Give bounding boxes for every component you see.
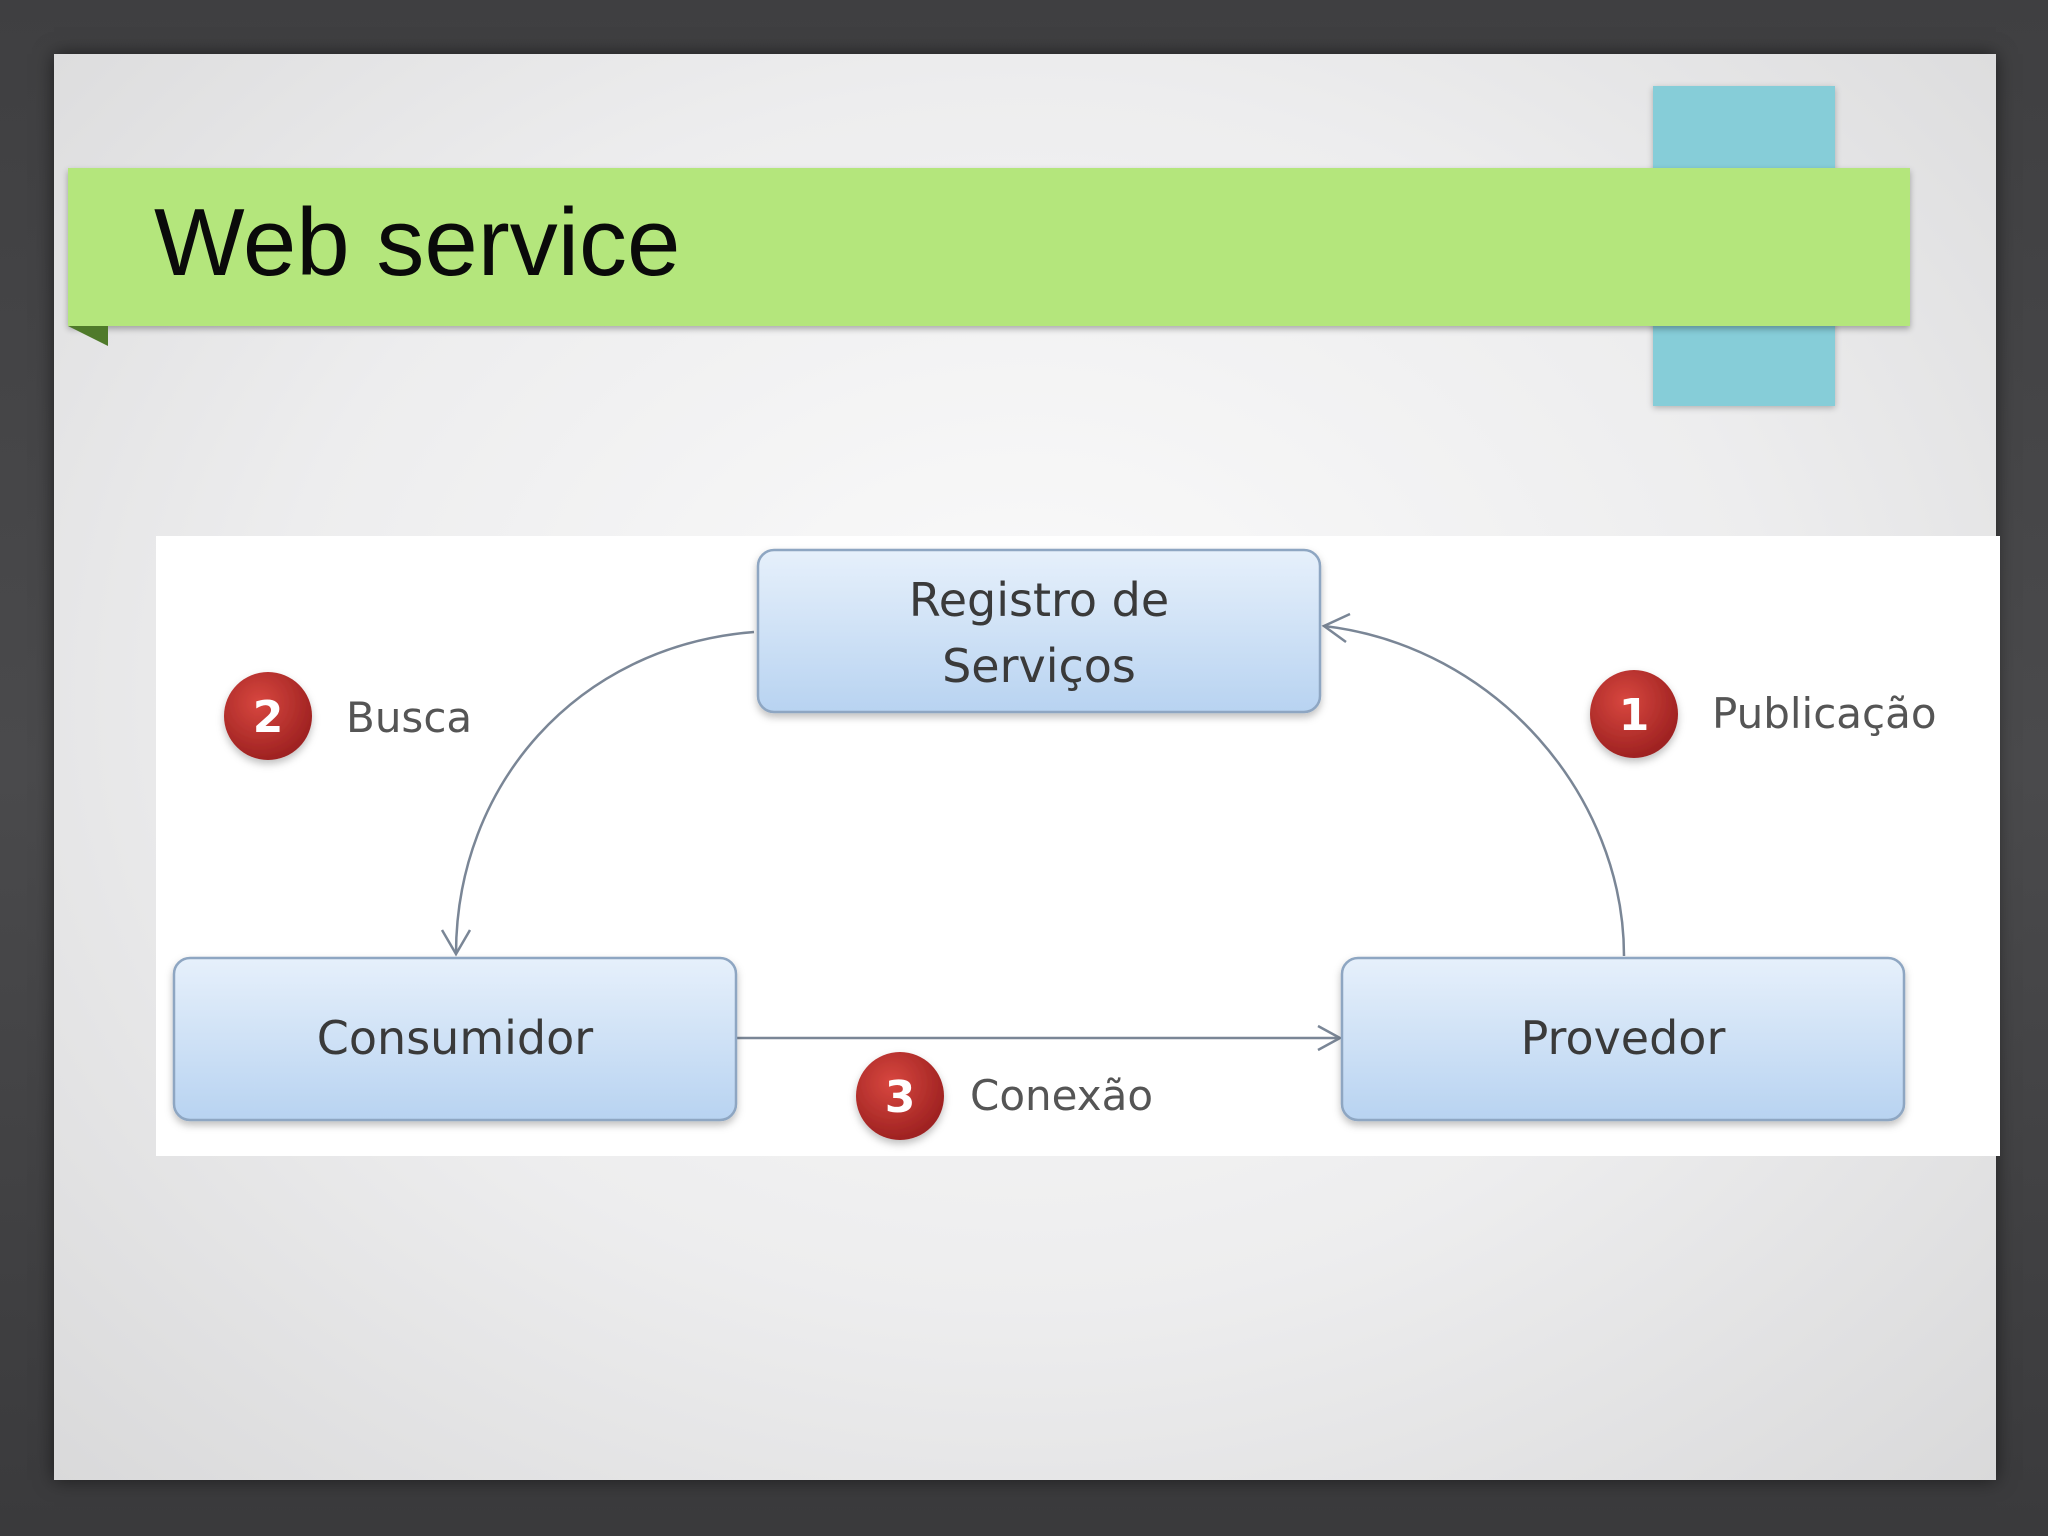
registry-node: Registro de Serviços [756, 548, 1322, 714]
title-band [68, 168, 1910, 326]
step-3-label: Conexão [970, 1071, 1153, 1120]
consumer-label: Consumidor [317, 1011, 593, 1065]
publicacao-arrow [1323, 624, 1626, 957]
consumer-node: Consumidor [172, 956, 738, 1122]
provider-node: Provedor [1340, 956, 1906, 1122]
web-service-diagram: Registro de Serviços Consumidor Provedor… [156, 536, 2000, 1156]
slide-title: Web service [154, 189, 681, 296]
step-2-badge: 2 [224, 672, 312, 760]
step-3-badge: 3 [856, 1052, 944, 1140]
busca-arrowhead [440, 929, 472, 957]
publicacao-arrowhead [1321, 612, 1351, 644]
provider-label: Provedor [1521, 1011, 1726, 1065]
conexao-arrowhead [1317, 1024, 1343, 1052]
step-1-badge: 1 [1590, 670, 1678, 758]
diagram-canvas: Registro de Serviços Consumidor Provedor… [172, 548, 1937, 1140]
step-1-label: Publicação [1712, 689, 1937, 738]
registry-label-line2: Serviços [942, 639, 1136, 693]
busca-arrow [454, 630, 755, 955]
step-1-number: 1 [1619, 690, 1650, 741]
title-band-fold [68, 326, 108, 346]
slide: Web service [54, 54, 2000, 1480]
step-2-number: 2 [253, 692, 284, 743]
step-2-label: Busca [346, 693, 472, 742]
registry-label-line1: Registro de [909, 573, 1169, 627]
step-3-number: 3 [885, 1072, 916, 1123]
